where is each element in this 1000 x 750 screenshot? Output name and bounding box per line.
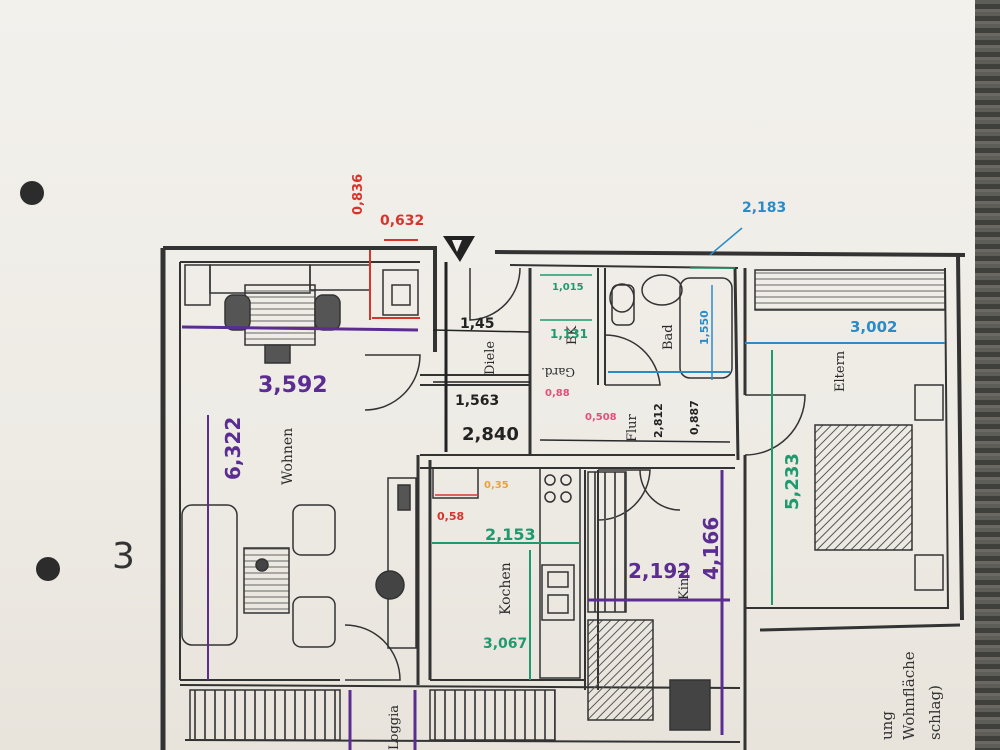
furniture — [181, 264, 946, 741]
room-wohnen: Wohnen — [280, 428, 296, 485]
measure-kochen-height: 3,067 — [483, 636, 527, 652]
room-eltern: Eltern — [833, 350, 848, 392]
measure-red-width: 0,632 — [380, 213, 424, 229]
measurements: 0,836 0,632 2,183 3,592 6,322 1,45 1,563… — [221, 174, 897, 652]
measure-eltern-height: 5,233 — [782, 453, 803, 510]
room-kochen: Kochen — [498, 562, 514, 615]
dimension-lines — [181, 227, 945, 750]
page-number: 3 — [112, 536, 135, 577]
room-gard: Gard. — [541, 365, 575, 379]
measure-kind-height: 4,166 — [699, 517, 723, 580]
measure-kochen-width: 2,153 — [485, 525, 536, 544]
walls — [160, 246, 966, 750]
floor-plan: Wohnen Diele BK Bad Eltern Flur Kochen K… — [112, 174, 966, 750]
doors — [344, 267, 806, 681]
punch-hole-bottom — [36, 557, 60, 581]
measure-bk-1: 1,015 — [552, 282, 584, 293]
measure-wohnen-height: 6,322 — [221, 417, 245, 480]
measure-kind-width: 2,192 — [628, 559, 691, 583]
measure-hall-height: 2,840 — [462, 424, 519, 445]
measure-bk-2: 1,131 — [550, 327, 588, 341]
room-flur: Flur — [625, 413, 640, 442]
side-note-line3: schlag) — [926, 685, 944, 740]
measure-kochen-small-2: 0,35 — [484, 480, 509, 491]
north-arrow-icon — [443, 236, 475, 262]
room-kind: Kind — [677, 569, 692, 600]
punch-hole-top — [20, 181, 44, 205]
measure-eltern-width: 3,002 — [850, 318, 897, 336]
measure-blue-top: 2,183 — [742, 200, 786, 216]
room-bad: Bad — [661, 324, 676, 350]
measure-kochen-small-1: 0,58 — [437, 510, 464, 523]
measure-flur-1: 2,812 — [652, 403, 665, 438]
room-loggia: Loggia — [387, 705, 402, 750]
measure-diele-2: 1,563 — [455, 393, 499, 409]
table-edge — [975, 0, 1000, 750]
measure-bad-1: 1,550 — [698, 310, 711, 345]
measure-red-top: 0,836 — [351, 174, 366, 215]
measure-gard-1: 0,88 — [545, 388, 570, 399]
side-note-line1: ung — [878, 711, 896, 740]
side-note-line2: Wohnfläche — [900, 651, 918, 740]
room-diele: Diele — [483, 341, 498, 375]
room-bk: BK — [565, 325, 580, 345]
side-note: ung Wohnfläche schlag) — [878, 651, 944, 740]
measure-diele-1: 1,45 — [460, 316, 495, 332]
measure-gard-2: 0,508 — [585, 412, 617, 423]
measure-wohnen-width: 3,592 — [258, 373, 328, 398]
measure-flur-2: 0,887 — [688, 400, 701, 435]
room-labels: Wohnen Diele BK Bad Eltern Flur Kochen K… — [280, 324, 848, 750]
